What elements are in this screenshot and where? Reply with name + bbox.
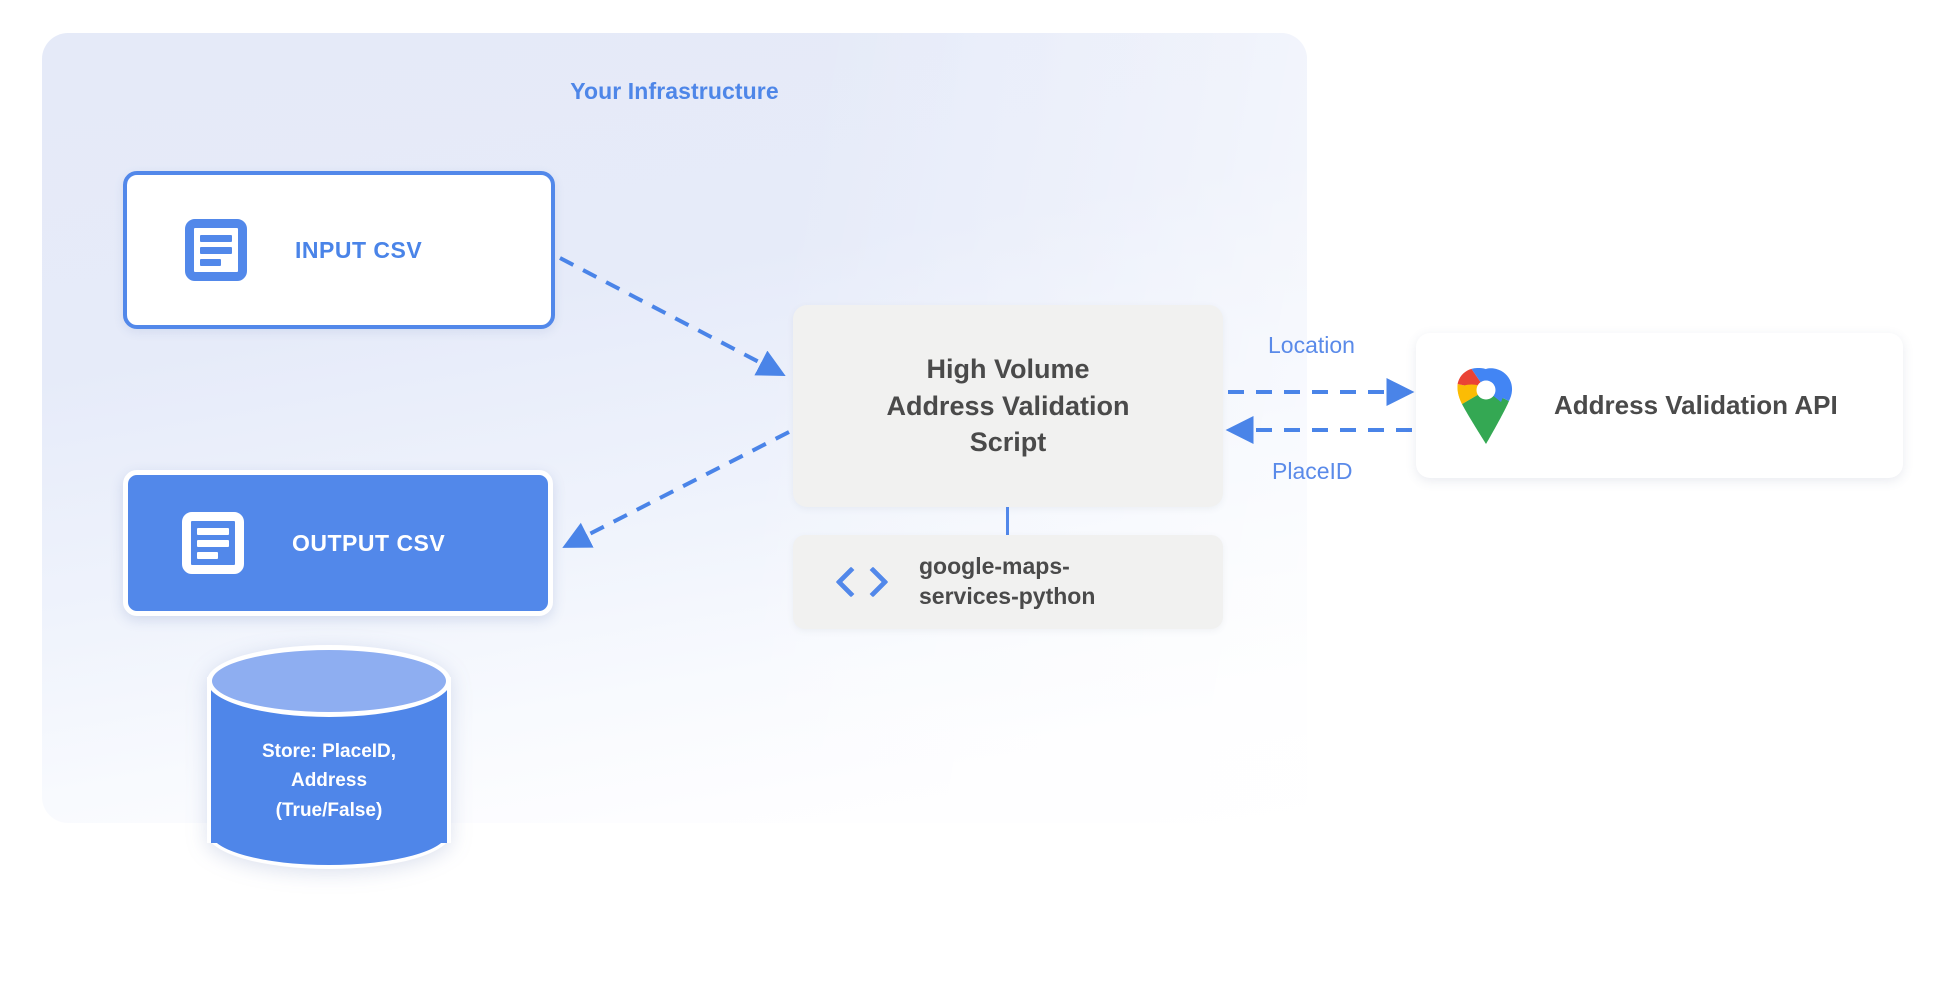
- document-icon: [182, 512, 244, 574]
- script-label: High Volume Address Validation Script: [868, 351, 1147, 460]
- edge-label-placeid: PlaceID: [1272, 458, 1353, 484]
- node-address-validation-api[interactable]: Address Validation API: [1416, 333, 1903, 478]
- edge-label-location: Location: [1268, 332, 1355, 358]
- library-label-line1: google-maps-: [919, 553, 1070, 580]
- infrastructure-title: Your Infrastructure: [570, 78, 779, 104]
- script-label-line3: Script: [969, 427, 1047, 458]
- script-label-line1: High Volume: [926, 354, 1090, 385]
- database-label-line3: (True/False): [275, 799, 383, 821]
- script-label-line2: Address Validation: [886, 390, 1130, 421]
- node-script[interactable]: High Volume Address Validation Script: [793, 305, 1223, 507]
- library-label: google-maps- services-python: [919, 552, 1095, 612]
- output-csv-label: OUTPUT CSV: [292, 529, 446, 556]
- code-brackets-icon: [833, 562, 889, 602]
- database-label-line2: Address: [290, 770, 368, 792]
- node-database[interactable]: Store: PlaceID, Address (True/False): [207, 645, 451, 875]
- google-maps-pin-icon: [1456, 367, 1516, 444]
- library-label-line2: services-python: [919, 583, 1096, 609]
- document-icon: [185, 219, 247, 281]
- node-input-csv[interactable]: INPUT CSV: [123, 171, 555, 329]
- api-label: Address Validation API: [1554, 390, 1838, 420]
- node-library[interactable]: google-maps- services-python: [793, 535, 1223, 629]
- database-label-line1: Store: PlaceID,: [261, 741, 397, 762]
- database-top: [207, 645, 451, 717]
- database-label: Store: PlaceID, Address (True/False): [207, 737, 451, 825]
- node-output-csv[interactable]: OUTPUT CSV: [123, 470, 553, 616]
- edge-script-to-library: [1006, 507, 1009, 540]
- input-csv-label: INPUT CSV: [295, 236, 423, 263]
